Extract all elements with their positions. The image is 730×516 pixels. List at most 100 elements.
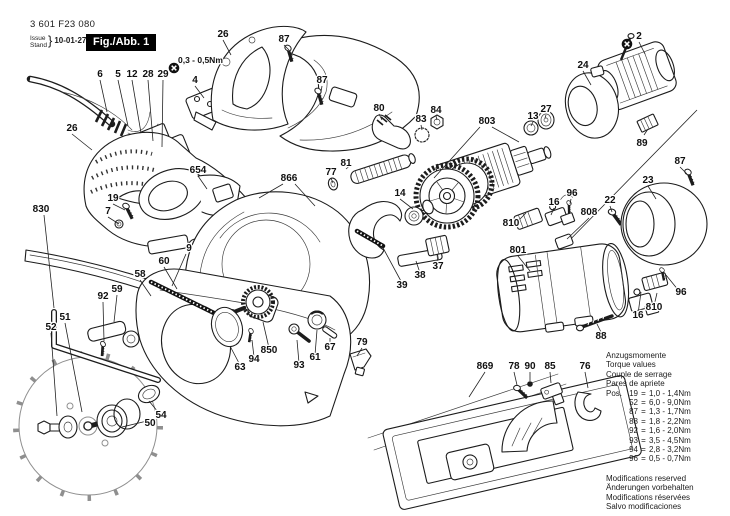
depth-clamp-85 bbox=[540, 382, 565, 406]
part-number-label: 38 bbox=[414, 270, 426, 281]
part-number-label: 808 bbox=[581, 207, 598, 218]
lower-blade-guard bbox=[135, 268, 352, 427]
end-cap-cover bbox=[620, 182, 708, 266]
alignment-line bbox=[558, 109, 698, 252]
motor-housing bbox=[496, 242, 630, 333]
part-number-label: 52 bbox=[45, 322, 57, 333]
part-number-label: 28 bbox=[142, 69, 154, 80]
part-number-label: 37 bbox=[432, 261, 444, 272]
armature bbox=[404, 142, 552, 230]
part-number-label: 6 bbox=[97, 69, 103, 80]
torque-row: Pos.19=1,0 - 1,4Nm bbox=[606, 388, 691, 398]
torque-heading: Torque values bbox=[606, 360, 656, 370]
part-number-label: 51 bbox=[59, 312, 71, 323]
pin-90 bbox=[527, 381, 533, 387]
part-number-label: 27 bbox=[540, 104, 552, 115]
modifications-line: Modifications réservées bbox=[606, 492, 691, 502]
issue-row: Issue Stand } 10-01-27 bbox=[30, 33, 95, 49]
part-number-label: 67 bbox=[324, 342, 336, 353]
part-number-label: 94 bbox=[248, 354, 260, 365]
torque-row: 96=0,5 - 0,7Nm bbox=[629, 454, 691, 464]
part-number-label: 869 bbox=[477, 361, 494, 372]
base-plate bbox=[367, 373, 642, 510]
air-baffle bbox=[636, 113, 659, 133]
cord-clip-79 bbox=[349, 348, 372, 377]
part-number-label: 22 bbox=[604, 195, 616, 206]
torque-heading: Pares de apriete bbox=[606, 379, 665, 389]
part-number-label: 89 bbox=[636, 138, 648, 149]
part-number-label: 90 bbox=[524, 361, 536, 372]
washer-77 bbox=[327, 177, 339, 191]
part-number-label: 85 bbox=[544, 361, 556, 372]
brush-holder-upper bbox=[513, 194, 576, 230]
part-number-label: 26 bbox=[217, 29, 229, 40]
part-number-label: 77 bbox=[325, 167, 337, 178]
carbon-brush-37 bbox=[425, 234, 450, 257]
guard-lever bbox=[87, 320, 140, 348]
stator bbox=[597, 33, 677, 111]
part-number-label: 87 bbox=[278, 34, 290, 45]
part-number-label: 24 bbox=[577, 60, 589, 71]
leader-lines bbox=[43, 39, 688, 428]
part-number-label: 810 bbox=[646, 302, 663, 313]
part-number-label: 2 bbox=[636, 31, 642, 42]
part-number-label: 5 bbox=[115, 69, 121, 80]
torque-row: 87=1,3 - 1,7Nm bbox=[629, 407, 691, 417]
roller-61 bbox=[307, 310, 327, 330]
bearing-13-27 bbox=[523, 110, 555, 136]
part-number-label: 63 bbox=[234, 362, 246, 373]
part-number-label: 83 bbox=[415, 114, 427, 125]
part-number-label: 87 bbox=[316, 75, 328, 86]
part-number-label: 96 bbox=[675, 287, 687, 298]
power-cord bbox=[26, 75, 133, 137]
part-number-label: 12 bbox=[126, 69, 138, 80]
part-number-label: 50 bbox=[144, 418, 156, 429]
bolt-93 bbox=[288, 323, 311, 343]
issue-date: 10-01-27 bbox=[54, 36, 87, 46]
part-number-label: 81 bbox=[340, 158, 352, 169]
clamp-washers bbox=[83, 384, 161, 438]
circle-x-icon bbox=[168, 62, 180, 74]
torque-row: 88=1,8 - 2,2Nm bbox=[629, 416, 691, 426]
part-number-label: 87 bbox=[674, 156, 686, 167]
figure-label: Fig./Abb. 1 bbox=[86, 34, 157, 51]
part-number-label: 58 bbox=[134, 269, 146, 280]
bracket-76 bbox=[574, 391, 602, 421]
part-number-label: 61 bbox=[309, 352, 321, 363]
torque-heading: Couple de serrage bbox=[606, 369, 672, 379]
circle-x-icon bbox=[621, 38, 633, 50]
stand-label: Stand bbox=[30, 41, 47, 49]
gear-lever bbox=[371, 114, 411, 150]
screw-88 bbox=[575, 314, 614, 332]
torque-heading: Anzugsmomente bbox=[606, 351, 667, 360]
part-number-label: 60 bbox=[158, 256, 170, 267]
part-number-label: 54 bbox=[155, 410, 167, 421]
part-number-label: 4 bbox=[192, 75, 198, 86]
part-number-label: 803 bbox=[479, 116, 496, 127]
part-number-label: 810 bbox=[503, 218, 520, 229]
part-number-label: 830 bbox=[33, 204, 50, 215]
part-number-label: 14 bbox=[394, 188, 406, 199]
brace-glyph: } bbox=[48, 33, 53, 49]
part-number-label: 654 bbox=[190, 165, 207, 176]
part-number-label: 801 bbox=[510, 245, 527, 256]
torque-row: 92=1,6 - 2,0Nm bbox=[629, 426, 691, 436]
part-number-label: 866 bbox=[281, 173, 298, 184]
part-number-label: 850 bbox=[261, 345, 278, 356]
part-number-label: 39 bbox=[396, 280, 408, 291]
blade-bolt bbox=[37, 415, 78, 439]
torque-note: 0,3 - 0,5Nm bbox=[178, 55, 223, 65]
nut-84 bbox=[430, 114, 444, 130]
part-number-label: 23 bbox=[642, 175, 654, 186]
brush-holder-lower bbox=[628, 272, 669, 316]
part-number-label: 16 bbox=[548, 197, 560, 208]
worm-shaft bbox=[350, 153, 416, 184]
part-number-label: 7 bbox=[105, 206, 111, 217]
part-number-label: 93 bbox=[293, 360, 305, 371]
part-number-label: 79 bbox=[356, 337, 368, 348]
